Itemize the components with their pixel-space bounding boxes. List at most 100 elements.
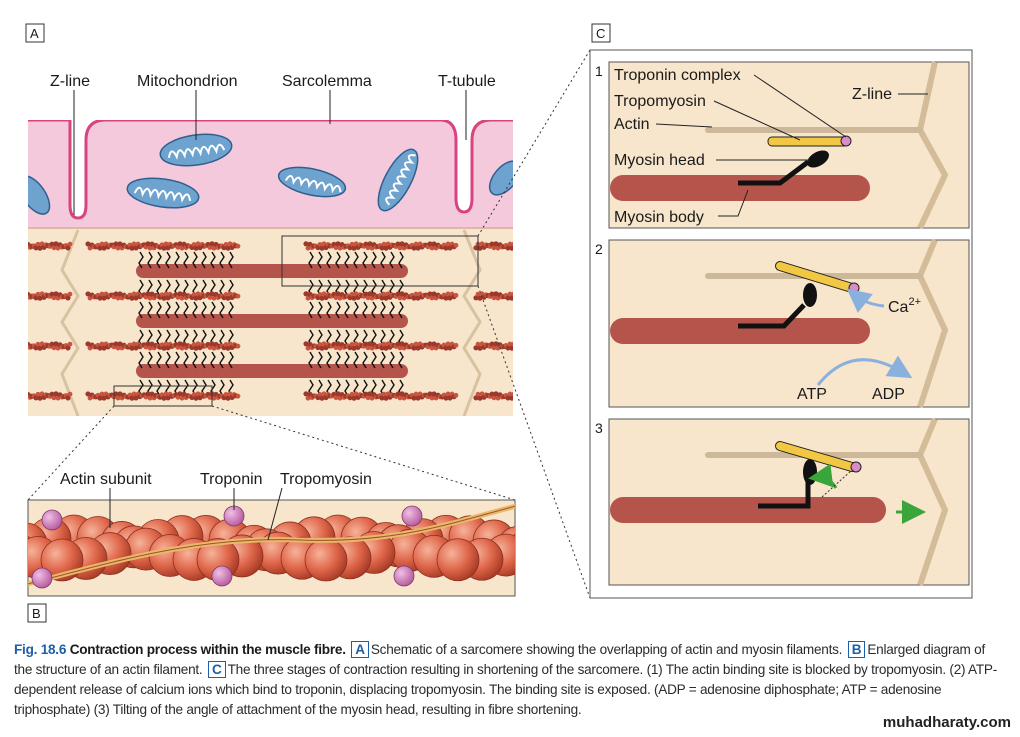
- cross-bridge: [192, 351, 198, 369]
- stage-1-number: 1: [595, 63, 603, 79]
- cross-bridge: [210, 251, 216, 269]
- troponin-stage-2: [848, 282, 860, 294]
- cross-bridge: [362, 301, 368, 319]
- actin-subunit: [304, 538, 348, 582]
- z-line-left: [60, 229, 80, 416]
- cross-bridge: [138, 379, 144, 397]
- label-troponin-complex: Troponin complex: [614, 67, 741, 84]
- myosin-body-stage-3: [610, 497, 886, 523]
- figure-canvas: A: [25, 23, 973, 623]
- panel-b-key-box: [27, 603, 47, 623]
- mitochondrion: [159, 133, 233, 167]
- cross-bridge: [308, 301, 314, 319]
- troponin-sphere: [211, 565, 233, 587]
- label-sarcolemma: Sarcolemma: [282, 73, 372, 90]
- cross-bridge: [147, 351, 153, 369]
- cross-bridge: [344, 251, 350, 269]
- myosin-neck-stage-2: [738, 303, 806, 329]
- actin-thin-filament: [303, 391, 459, 401]
- actin-thin-filament: [28, 341, 73, 351]
- cross-bridge: [228, 351, 234, 369]
- atp-adp-arrow: [816, 355, 913, 386]
- panel-b: B Actin subunit Troponin Tropomyosin: [27, 471, 516, 623]
- caption-fig-number: Fig. 18.6: [14, 642, 67, 657]
- actin-thin-filament: [28, 391, 73, 401]
- cross-bridge: [138, 351, 144, 369]
- cross-bridge: [138, 251, 144, 269]
- sarcolemma-membrane: [28, 120, 513, 220]
- z-line-right: [462, 229, 482, 416]
- cross-bridge: [156, 379, 162, 397]
- cross-bridge: [219, 329, 225, 347]
- actin-thin-filament: [473, 341, 513, 351]
- cross-bridge: [156, 329, 162, 347]
- cross-bridge: [156, 279, 162, 297]
- cross-bridge: [201, 301, 207, 319]
- z-line-stage-2: [916, 238, 949, 408]
- cross-bridge: [219, 301, 225, 319]
- actin-thin-filament: [28, 291, 73, 301]
- cross-bridge: [362, 351, 368, 369]
- label-myosin-body: Myosin body: [614, 209, 704, 226]
- stage-3: 3: [595, 417, 970, 586]
- cross-bridge: [201, 251, 207, 269]
- cross-bridge: [165, 351, 171, 369]
- cross-bridge: [228, 301, 234, 319]
- cross-bridge: [344, 351, 350, 369]
- cross-bridge: [201, 351, 207, 369]
- label-mitochondrion: Mitochondrion: [137, 73, 238, 90]
- tropomyosin-stage-1: [767, 136, 849, 147]
- cross-bridge: [362, 251, 368, 269]
- panel-c: C 1 Troponin complex Tropomyosin Actin M…: [589, 23, 973, 599]
- cross-bridge: [183, 351, 189, 369]
- cross-bridge: [317, 301, 323, 319]
- caption-key-c: C: [208, 661, 226, 678]
- tropomyosin-stage-3: [776, 442, 856, 471]
- cross-bridge: [192, 301, 198, 319]
- actin-filament-enlarged: [28, 503, 515, 589]
- tilt-guide-line: [821, 469, 853, 498]
- cross-bridge: [219, 251, 225, 269]
- cross-bridge: [344, 379, 350, 397]
- tropomyosin-strand-edge: [28, 505, 515, 585]
- leader-actin-c: [655, 123, 713, 128]
- label-atp: ATP: [797, 386, 827, 403]
- zoom-box-b: [113, 385, 213, 407]
- actin-thin-filament: [85, 391, 241, 401]
- actin-filaments: [28, 241, 513, 401]
- panel-a: A: [25, 23, 513, 416]
- cross-bridge: [219, 379, 225, 397]
- myosin-head-stage-1: [807, 150, 829, 168]
- troponin-stage-1: [840, 135, 852, 147]
- cross-bridge: [398, 251, 404, 269]
- cross-bridge: [138, 329, 144, 347]
- caption-key-b: B: [847, 641, 866, 658]
- cross-bridge: [165, 251, 171, 269]
- cross-bridge: [398, 301, 404, 319]
- cross-bridge: [165, 301, 171, 319]
- myosin-body-stage-1: [610, 175, 870, 201]
- cross-bridge: [219, 351, 225, 369]
- cross-bridge: [389, 301, 395, 319]
- actin-subunit: [436, 538, 480, 582]
- myosin-head-stage-2: [803, 283, 817, 307]
- panel-c-key-box: [591, 23, 611, 43]
- caption-key-a: A: [351, 641, 369, 658]
- cross-bridge: [353, 251, 359, 269]
- cross-bridge: [335, 301, 341, 319]
- tropomyosin-stage-2: [776, 262, 856, 292]
- label-myosin-head: Myosin head: [614, 152, 705, 169]
- cross-bridge: [371, 351, 377, 369]
- myosin-neck-stage-3: [758, 482, 811, 509]
- troponin-stage-3: [850, 461, 862, 473]
- caption-text-a: Schematic of a sarcomere showing the ove…: [370, 642, 843, 657]
- cross-bridge: [371, 301, 377, 319]
- zoom-box-c: [281, 235, 479, 287]
- cross-bridge: [371, 251, 377, 269]
- mitochondrion: [126, 177, 200, 209]
- mitochondrion: [277, 166, 347, 198]
- actin-thin-filament: [303, 341, 459, 351]
- cross-bridge: [147, 251, 153, 269]
- label-adp: ADP: [872, 386, 905, 403]
- cross-bridge: [228, 251, 234, 269]
